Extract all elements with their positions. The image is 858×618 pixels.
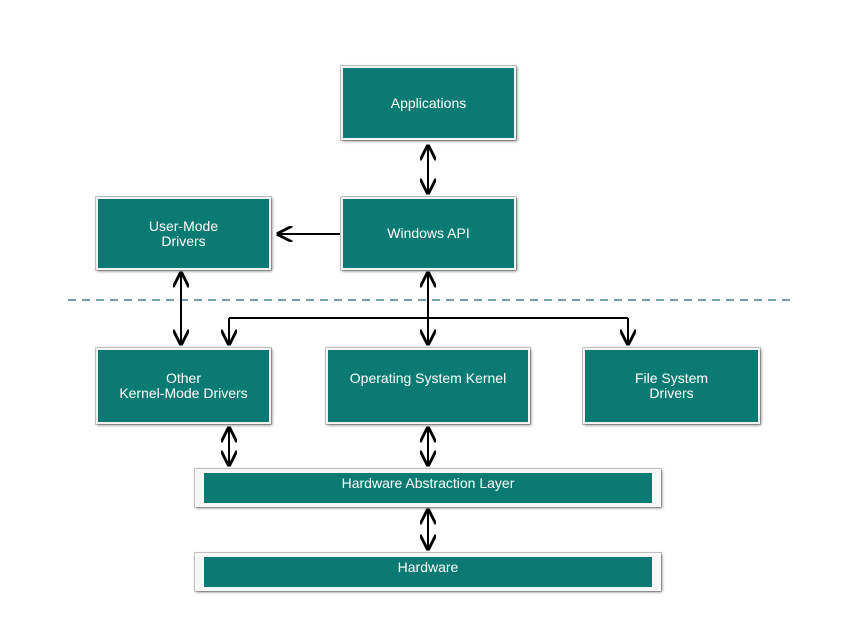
node-applications-label: Applications (390, 94, 467, 111)
node-file-system-drivers-label: File System Drivers (634, 370, 709, 401)
node-windows-api-label: Windows API (387, 225, 470, 241)
node-operating-system-kernel-label: Operating System Kernel (349, 370, 507, 386)
node-hardware-bar: Hardware (204, 557, 652, 587)
node-operating-system-kernel: Operating System Kernel (326, 348, 530, 424)
node-other-kernel-mode-drivers: Other Kernel-Mode Drivers (96, 348, 271, 424)
node-hal-label: Hardware Abstraction Layer (341, 475, 515, 491)
node-applications: Applications (341, 66, 516, 140)
node-other-kernel-mode-drivers-label: Other Kernel-Mode Drivers (119, 370, 248, 401)
node-file-system-drivers: File System Drivers (583, 348, 760, 424)
node-hardware: Hardware (195, 553, 661, 591)
node-hardware-abstraction-layer: Hardware Abstraction Layer (195, 469, 661, 507)
node-hal-bar: Hardware Abstraction Layer (204, 473, 652, 503)
node-user-mode-drivers: User-Mode Drivers (96, 197, 271, 270)
node-user-mode-drivers-label: User-Mode Drivers (148, 217, 219, 249)
node-hardware-label: Hardware (397, 559, 459, 575)
node-windows-api: Windows API (341, 197, 516, 270)
